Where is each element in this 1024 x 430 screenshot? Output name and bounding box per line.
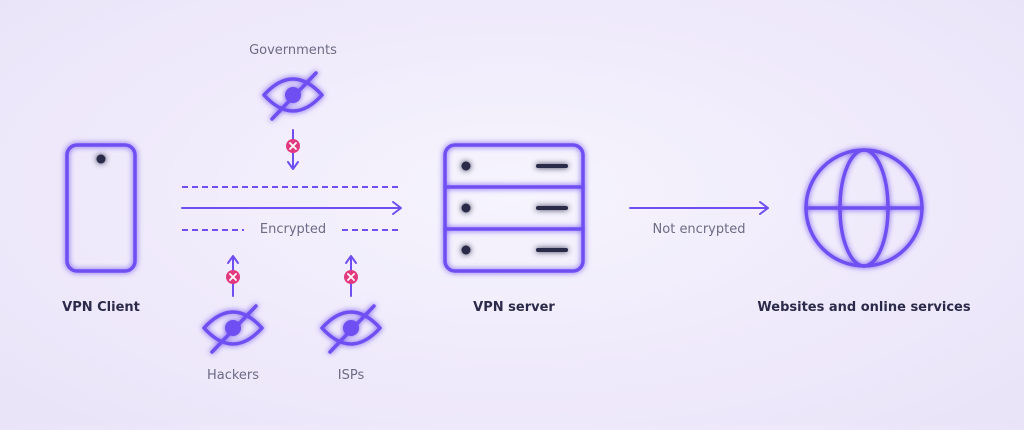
blocked-icon: [344, 270, 358, 284]
tunnel-arrow: [181, 201, 402, 215]
hackers-label: Hackers: [206, 368, 260, 383]
globe-icon: [804, 148, 924, 268]
arrow-icon: [629, 201, 769, 215]
isps-label: ISPs: [337, 368, 365, 383]
blocked-icon: [286, 139, 300, 153]
server-icon: [443, 143, 585, 273]
websites-label: Websites and online services: [757, 300, 971, 315]
phone-icon: [65, 143, 137, 273]
vpn-server-label: VPN server: [473, 300, 555, 315]
governments-label: Governments: [249, 43, 337, 58]
vpn-client-label: VPN Client: [62, 300, 140, 315]
eye-slash-icon: [202, 304, 264, 354]
eye-slash-icon: [262, 71, 324, 121]
encrypted-label: Encrypted: [259, 222, 327, 237]
blocked-icon: [226, 270, 240, 284]
not-encrypted-label: Not encrypted: [652, 222, 746, 237]
eye-slash-icon: [320, 304, 382, 354]
